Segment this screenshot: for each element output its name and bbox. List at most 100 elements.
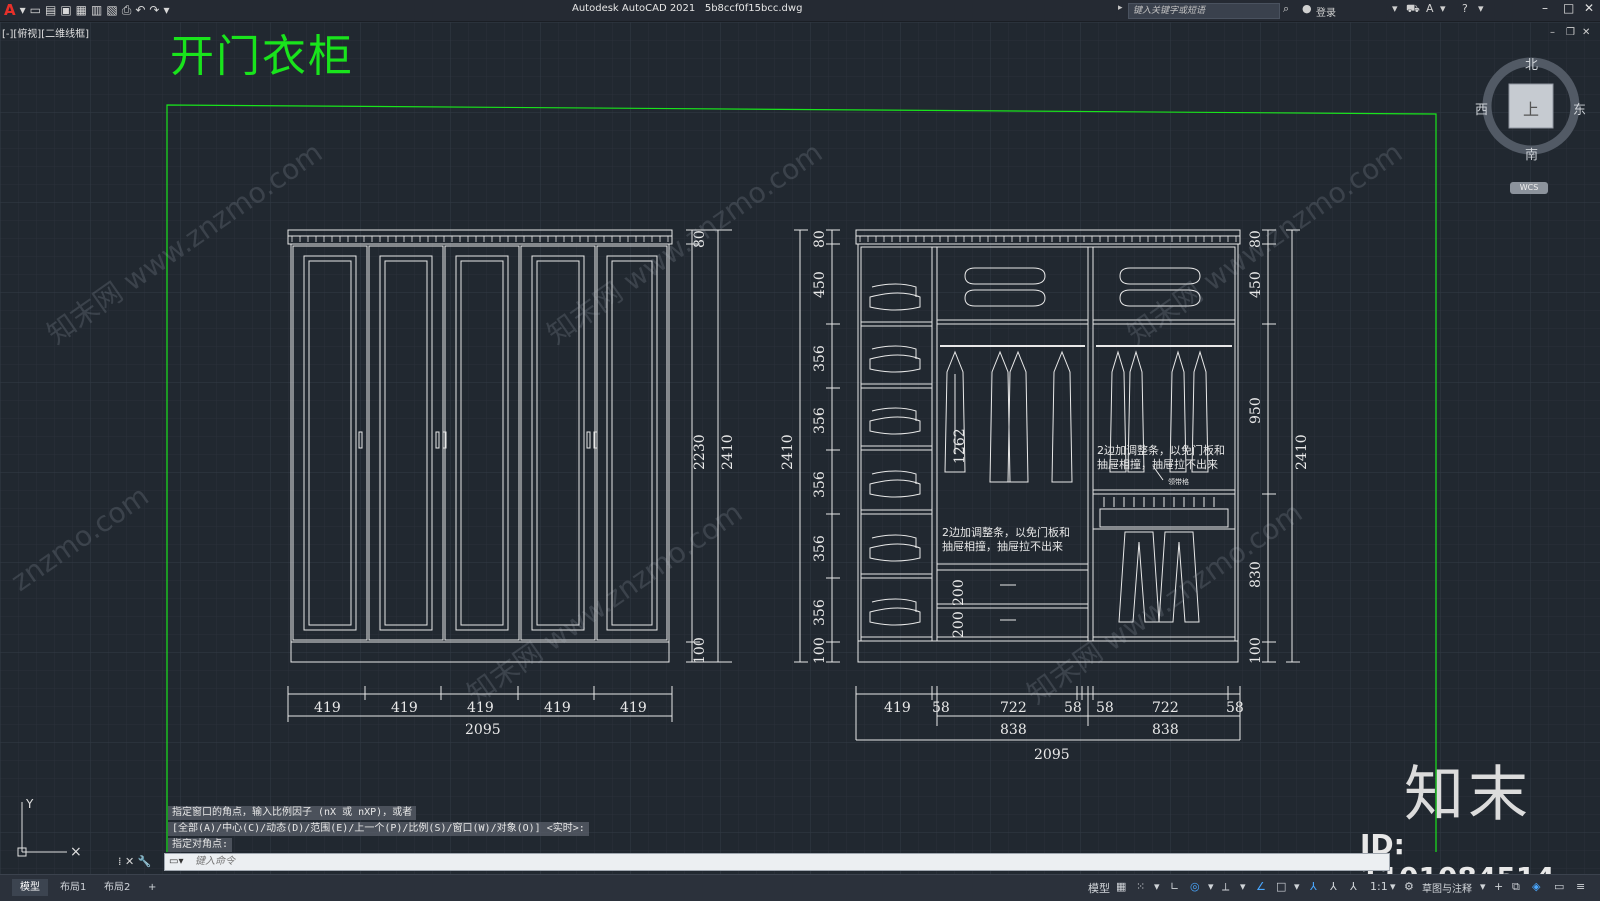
hanging-dimension: 1262 bbox=[952, 428, 968, 464]
viewcube-west[interactable]: 西 bbox=[1475, 103, 1489, 118]
polar-dropdown-icon[interactable]: ▾ bbox=[1208, 880, 1214, 893]
tab-layout1[interactable]: 布局1 bbox=[60, 882, 87, 893]
autodesk-app-icon[interactable]: A bbox=[1426, 2, 1434, 15]
close-icon[interactable]: ✕ bbox=[1584, 1, 1595, 15]
maximize-icon[interactable]: □ bbox=[1563, 1, 1575, 15]
viewport-controls-label[interactable]: [-][俯视][二维线框] bbox=[2, 29, 90, 40]
workspace-switch[interactable]: 草图与注释 bbox=[1422, 884, 1472, 895]
inner-right-total: 2410 bbox=[1294, 434, 1310, 470]
inner-right-height-1: 80 bbox=[1248, 230, 1264, 248]
viewcube-north[interactable]: 北 bbox=[1525, 58, 1539, 73]
ortho-icon[interactable]: ∟ bbox=[1170, 880, 1180, 893]
wcs-menu[interactable]: WCS bbox=[1510, 182, 1548, 194]
annotation-scale[interactable]: 1:1 bbox=[1370, 880, 1388, 893]
window-title: Autodesk AutoCAD 2021 5b8ccf0f15bcc.dwg bbox=[572, 3, 802, 14]
inner-width-4: 58 bbox=[1064, 700, 1082, 716]
undo-icon[interactable]: ↶ bbox=[135, 3, 146, 17]
viewport-minimize-icon[interactable]: – bbox=[1550, 27, 1555, 38]
app-name: Autodesk AutoCAD 2021 bbox=[572, 3, 696, 14]
drawing-viewport[interactable]: 419 419 419 419 419 2095 80 2230 2410 10… bbox=[0, 22, 1600, 874]
tie-rack-label: 领带格 bbox=[1168, 477, 1189, 486]
autocad-logo-icon[interactable]: A bbox=[4, 1, 16, 19]
workspace-dropdown-icon[interactable]: ▾ bbox=[1480, 880, 1486, 893]
inner-width-6: 722 bbox=[1152, 700, 1179, 716]
menu-dropdown-icon[interactable]: ▾ bbox=[19, 3, 26, 17]
inner-left-height-6: 356 bbox=[812, 535, 828, 562]
inner-dimensions bbox=[794, 229, 1300, 741]
inner-total-width: 2095 bbox=[1034, 747, 1070, 763]
auto-scale-icon[interactable]: ⅄ bbox=[1330, 880, 1337, 893]
snap-icon[interactable]: ⁙ bbox=[1136, 880, 1146, 893]
tab-model[interactable]: 模型 bbox=[12, 879, 48, 896]
inner-left-height-4: 356 bbox=[812, 407, 828, 434]
open-web-icon[interactable]: ▥ bbox=[91, 3, 103, 17]
object-snap-dropdown-icon[interactable]: ▾ bbox=[1294, 880, 1300, 893]
command-history-icon[interactable]: ▭▾ bbox=[169, 856, 184, 867]
tab-layout2[interactable]: 布局2 bbox=[104, 882, 131, 893]
quick-access-toolbar: A ▾ ▭ ▤ ▣ ▦ ▥ ▧ ⎙ ↶ ↷ ▾ bbox=[0, 0, 171, 21]
isodraft-icon[interactable]: ⟂ bbox=[1222, 880, 1230, 893]
viewcube-south[interactable]: 南 bbox=[1525, 148, 1539, 163]
annotation-visibility-icon[interactable]: ⅄ bbox=[1310, 880, 1317, 893]
login-link[interactable]: 登录 bbox=[1316, 8, 1336, 19]
new-file-icon[interactable]: ▭ bbox=[29, 3, 41, 17]
model-space-button[interactable]: 模型 bbox=[1088, 882, 1110, 895]
units-icon[interactable]: ⧉ bbox=[1512, 880, 1520, 893]
workspace-gear-icon[interactable]: ⚙ bbox=[1404, 880, 1414, 893]
customize-dropdown-icon[interactable]: ▾ bbox=[163, 3, 170, 17]
inner-width-2: 58 bbox=[932, 700, 950, 716]
command-line-close-icon[interactable]: ⁞ ✕ 🔧 bbox=[118, 855, 152, 868]
help-dropdown-icon[interactable]: ▾ bbox=[1478, 2, 1484, 15]
object-snap-tracking-icon[interactable]: ∠ bbox=[1256, 880, 1266, 893]
viewcube[interactable]: 北 南 西 东 上 bbox=[1465, 54, 1587, 204]
tab-add[interactable]: + bbox=[148, 882, 157, 893]
viewport-close-icon[interactable]: ✕ bbox=[1582, 27, 1591, 38]
front-width-1: 419 bbox=[314, 700, 341, 716]
snap-dropdown-icon[interactable]: ▾ bbox=[1154, 880, 1160, 893]
front-base-height: 100 bbox=[692, 637, 708, 664]
front-width-4: 419 bbox=[544, 700, 571, 716]
annotation-scale-icon[interactable]: ⅄ bbox=[1350, 880, 1357, 893]
clean-screen-icon[interactable]: ▭ bbox=[1554, 880, 1565, 893]
inner-elevation bbox=[855, 229, 1241, 663]
save-web-icon[interactable]: ▧ bbox=[106, 3, 118, 17]
ucs-icon: Y × bbox=[17, 797, 82, 860]
help-icon[interactable]: ? bbox=[1462, 2, 1468, 15]
search-arrow-icon[interactable]: ▸ bbox=[1118, 3, 1123, 13]
dimension-text: 419 419 419 419 419 2095 80 2230 2410 10… bbox=[314, 230, 1310, 763]
annotation-monitor-icon[interactable]: + bbox=[1494, 880, 1504, 893]
note-1-line-2: 抽屉相撞，抽屉拉不出来 bbox=[942, 539, 1063, 553]
viewcube-top-face[interactable]: 上 bbox=[1523, 100, 1540, 119]
znzmo-logo: 知末 bbox=[1404, 760, 1532, 830]
open-file-icon[interactable]: ▤ bbox=[44, 3, 57, 17]
search-icon[interactable]: ⌕ bbox=[1283, 2, 1290, 15]
command-line[interactable]: ▭▾ bbox=[164, 853, 1390, 871]
grid-icon[interactable]: ▦ bbox=[1116, 880, 1127, 893]
viewport-restore-icon[interactable]: ❐ bbox=[1566, 27, 1575, 38]
isodraft-dropdown-icon[interactable]: ▾ bbox=[1240, 880, 1246, 893]
save-icon[interactable]: ▣ bbox=[60, 3, 72, 17]
customization-icon[interactable]: ≡ bbox=[1576, 880, 1586, 893]
front-total-width: 2095 bbox=[465, 722, 501, 738]
drawing-canvas[interactable]: 419 419 419 419 419 2095 80 2230 2410 10… bbox=[0, 22, 1600, 874]
polar-icon[interactable]: ◎ bbox=[1190, 880, 1200, 893]
cart-icon[interactable]: ⛟ bbox=[1406, 2, 1420, 15]
user-dropdown-icon[interactable]: ▾ bbox=[1392, 2, 1398, 15]
command-input[interactable] bbox=[195, 854, 1375, 870]
inner-width-1: 419 bbox=[884, 700, 911, 716]
viewcube-east[interactable]: 东 bbox=[1573, 103, 1587, 118]
redo-icon[interactable]: ↷ bbox=[149, 3, 160, 17]
inner-sub-width-2: 838 bbox=[1152, 722, 1179, 738]
minimize-icon[interactable]: – bbox=[1542, 1, 1548, 15]
annotations: 2边加调整条，以免门板和 抽屉相撞，抽屉拉不出来 2边加调整条，以免门板和 抽屉… bbox=[942, 443, 1225, 553]
front-width-2: 419 bbox=[391, 700, 418, 716]
user-icon[interactable]: ● bbox=[1302, 2, 1312, 15]
print-icon[interactable]: ⎙ bbox=[121, 3, 132, 17]
save-as-icon[interactable]: ▦ bbox=[75, 3, 88, 17]
object-snap-icon[interactable]: □ bbox=[1276, 880, 1287, 893]
isolate-objects-icon[interactable]: ◈ bbox=[1532, 880, 1541, 893]
scale-dropdown-icon[interactable]: ▾ bbox=[1390, 880, 1396, 893]
app-dropdown-icon[interactable]: ▾ bbox=[1440, 2, 1446, 15]
search-input[interactable]: 键入关键字或短语 bbox=[1128, 3, 1280, 19]
inner-right-height-4: 830 bbox=[1248, 561, 1264, 588]
